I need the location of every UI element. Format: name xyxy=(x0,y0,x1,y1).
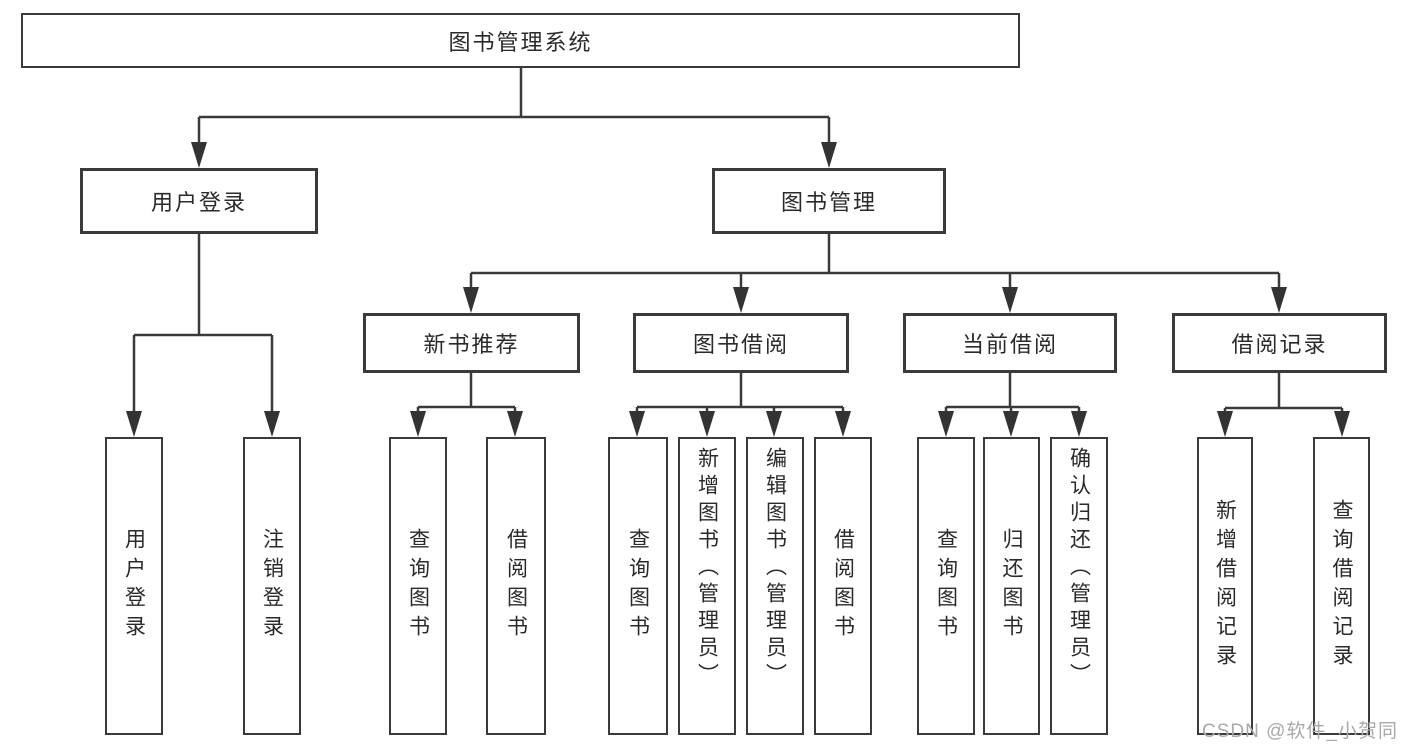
node-label: 图书借阅 xyxy=(692,332,789,357)
node-label: 新增图书（管理员） xyxy=(695,447,719,690)
node-label: 新增借阅记录 xyxy=(1213,499,1237,673)
node-label: 查询图书 xyxy=(934,528,958,644)
leaf-query-borrow-record: 查询借阅记录 xyxy=(1313,437,1370,735)
node-label: 用户登录 xyxy=(150,190,247,215)
leaf-add-book-admin: 新增图书（管理员） xyxy=(678,437,736,735)
node-current-borrow: 当前借阅 xyxy=(903,313,1117,373)
node-label: 注销登录 xyxy=(260,528,284,644)
node-label: 确认归还（管理员） xyxy=(1067,447,1091,690)
node-label: 借阅记录 xyxy=(1231,332,1328,357)
node-label: 图书管理 xyxy=(780,190,877,215)
node-label: 查询借阅记录 xyxy=(1330,499,1354,673)
leaf-borrow-books-2: 借阅图书 xyxy=(814,437,872,735)
node-book-management: 图书管理 xyxy=(712,168,946,234)
node-borrow-records: 借阅记录 xyxy=(1172,313,1387,373)
node-book-borrow: 图书借阅 xyxy=(633,313,849,373)
node-label: 查询图书 xyxy=(626,528,650,644)
leaf-logout: 注销登录 xyxy=(243,437,301,735)
node-new-book-recommend: 新书推荐 xyxy=(363,313,580,373)
node-label: 借阅图书 xyxy=(831,528,855,644)
node-library-management-system: 图书管理系统 xyxy=(21,13,1020,68)
node-label: 用户登录 xyxy=(122,528,146,644)
node-label: 查询图书 xyxy=(406,528,430,644)
node-user-login: 用户登录 xyxy=(80,168,318,234)
node-label: 图书管理系统 xyxy=(448,29,593,55)
node-label: 新书推荐 xyxy=(423,332,520,357)
leaf-return-book: 归还图书 xyxy=(983,437,1040,735)
leaf-query-books-3: 查询图书 xyxy=(917,437,975,735)
leaf-add-borrow-record: 新增借阅记录 xyxy=(1197,437,1253,735)
node-label: 归还图书 xyxy=(1000,528,1024,644)
leaf-query-books-1: 查询图书 xyxy=(389,437,447,735)
csdn-watermark: CSDN @软件_小贺同学 xyxy=(1202,721,1398,742)
node-label: 借阅图书 xyxy=(504,528,528,644)
leaf-user-login: 用户登录 xyxy=(105,437,163,735)
leaf-edit-book-admin: 编辑图书（管理员） xyxy=(746,437,804,735)
leaf-borrow-books-1: 借阅图书 xyxy=(486,437,546,735)
leaf-query-books-2: 查询图书 xyxy=(608,437,668,735)
node-label: 编辑图书（管理员） xyxy=(763,447,787,690)
leaf-confirm-return-admin: 确认归还（管理员） xyxy=(1050,437,1108,735)
node-label: 当前借阅 xyxy=(961,332,1058,357)
